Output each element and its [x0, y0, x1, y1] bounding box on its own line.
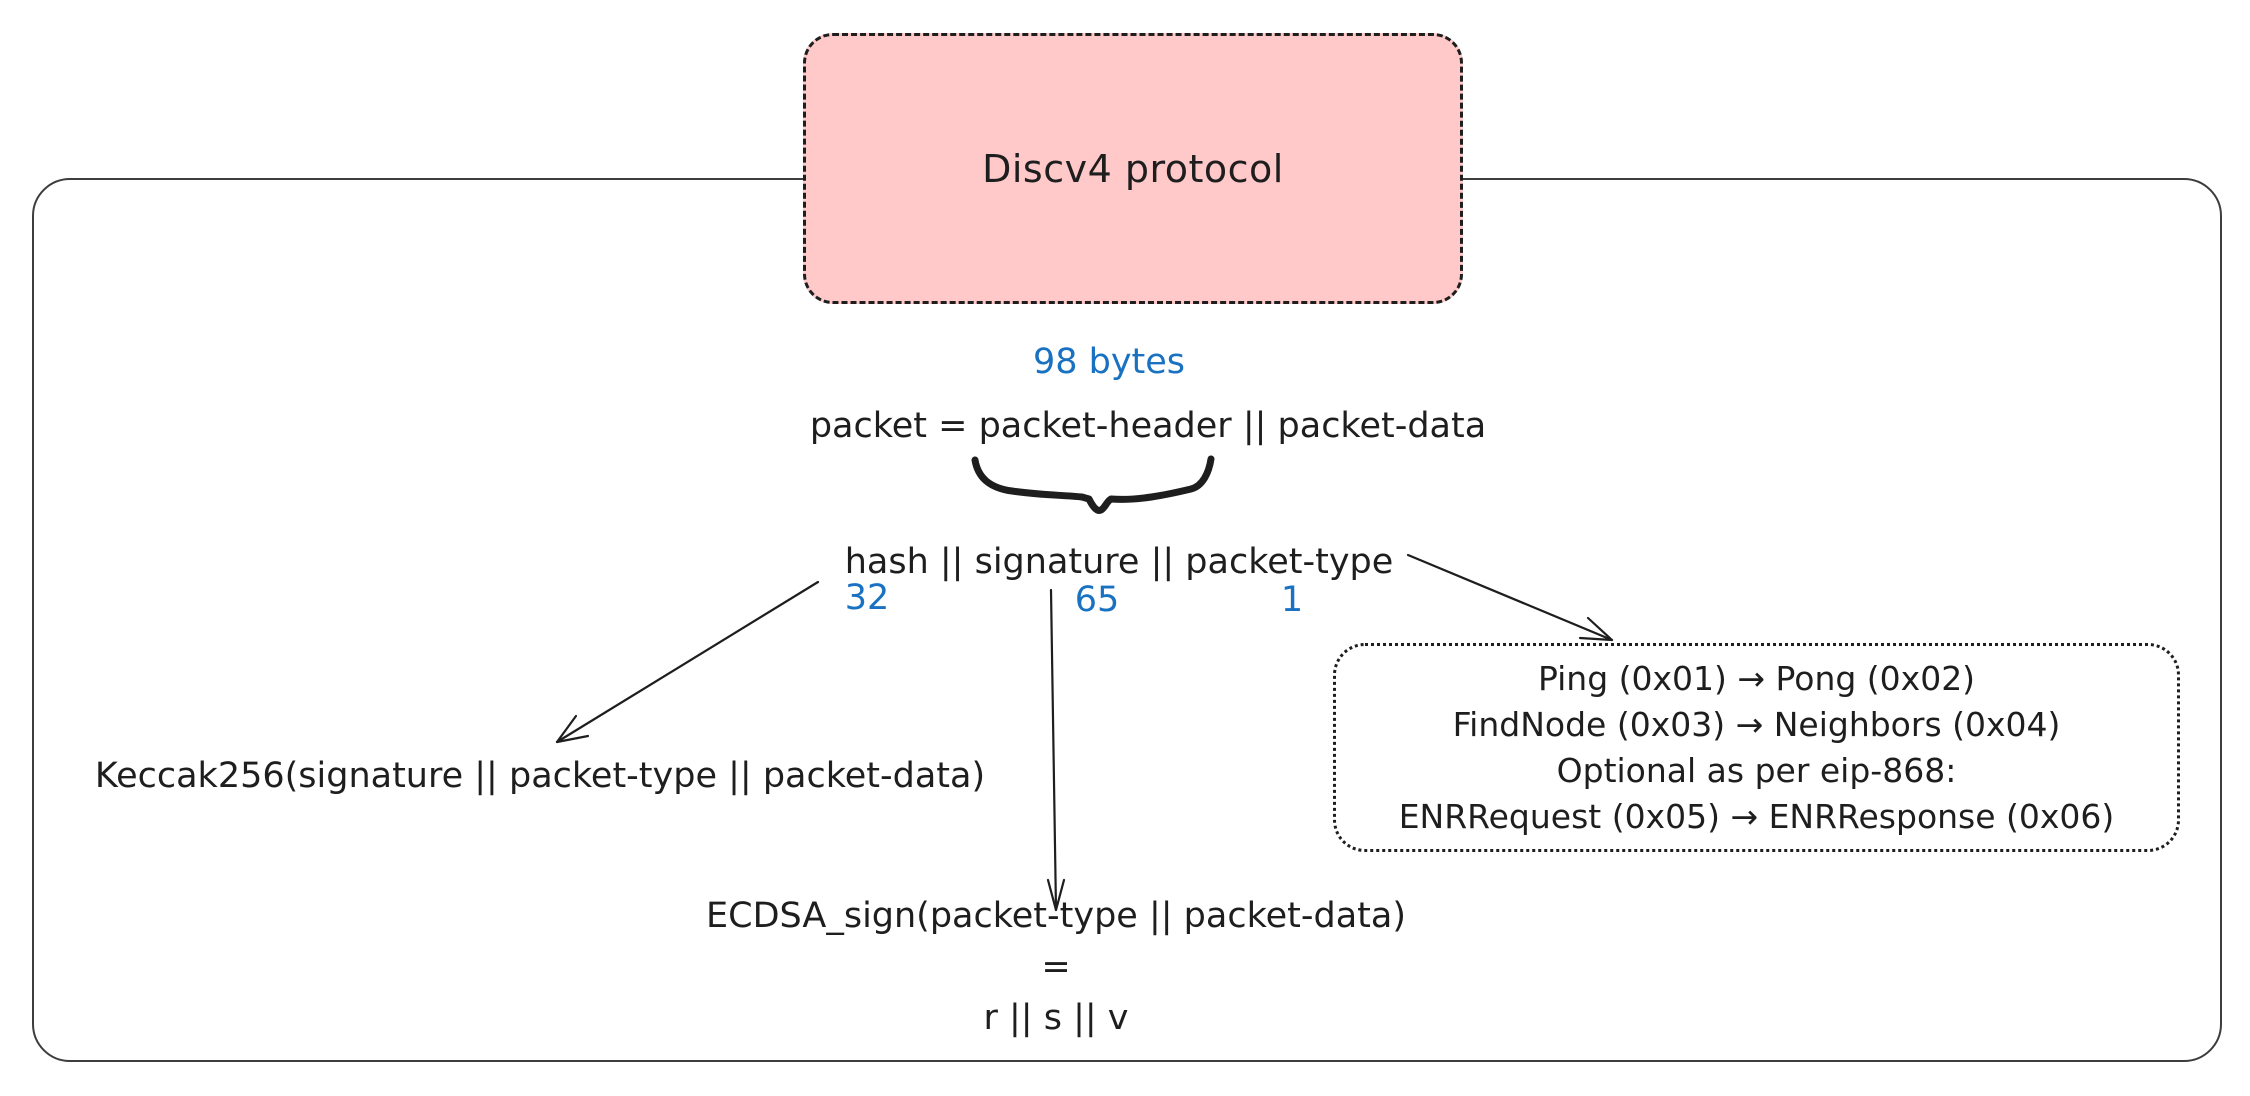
hash-formula: Keccak256(signature || packet-type || pa… — [94, 756, 986, 796]
packet-type-ping-pong: Ping (0x01) → Pong (0x02) — [1537, 658, 1976, 698]
title-label: Discv4 protocol — [982, 146, 1284, 191]
signature-formula-equals: = — [1041, 947, 1071, 987]
packet-equation: packet = packet-header || packet-data — [809, 406, 1487, 446]
hash-byte-size: 32 — [844, 578, 890, 618]
packet-header-parts: hash || signature || packet-type — [844, 542, 1394, 582]
title-box: Discv4 protocol — [803, 33, 1463, 304]
packet-type-findnode-neighbors: FindNode (0x03) → Neighbors (0x04) — [1452, 704, 2061, 744]
packet-types-box: Ping (0x01) → Pong (0x02) FindNode (0x03… — [1333, 643, 2180, 852]
signature-byte-size: 65 — [1074, 580, 1120, 620]
signature-formula-line3: r || s || v — [983, 998, 1129, 1038]
packet-type-byte-size: 1 — [1280, 580, 1304, 620]
packet-type-optional-note: Optional as per eip-868: — [1556, 750, 1957, 790]
packet-type-enr: ENRRequest (0x05) → ENRResponse (0x06) — [1398, 796, 2115, 836]
packet-size-label: 98 bytes — [1032, 342, 1186, 382]
signature-formula-line1: ECDSA_sign(packet-type || packet-data) — [706, 896, 1406, 936]
